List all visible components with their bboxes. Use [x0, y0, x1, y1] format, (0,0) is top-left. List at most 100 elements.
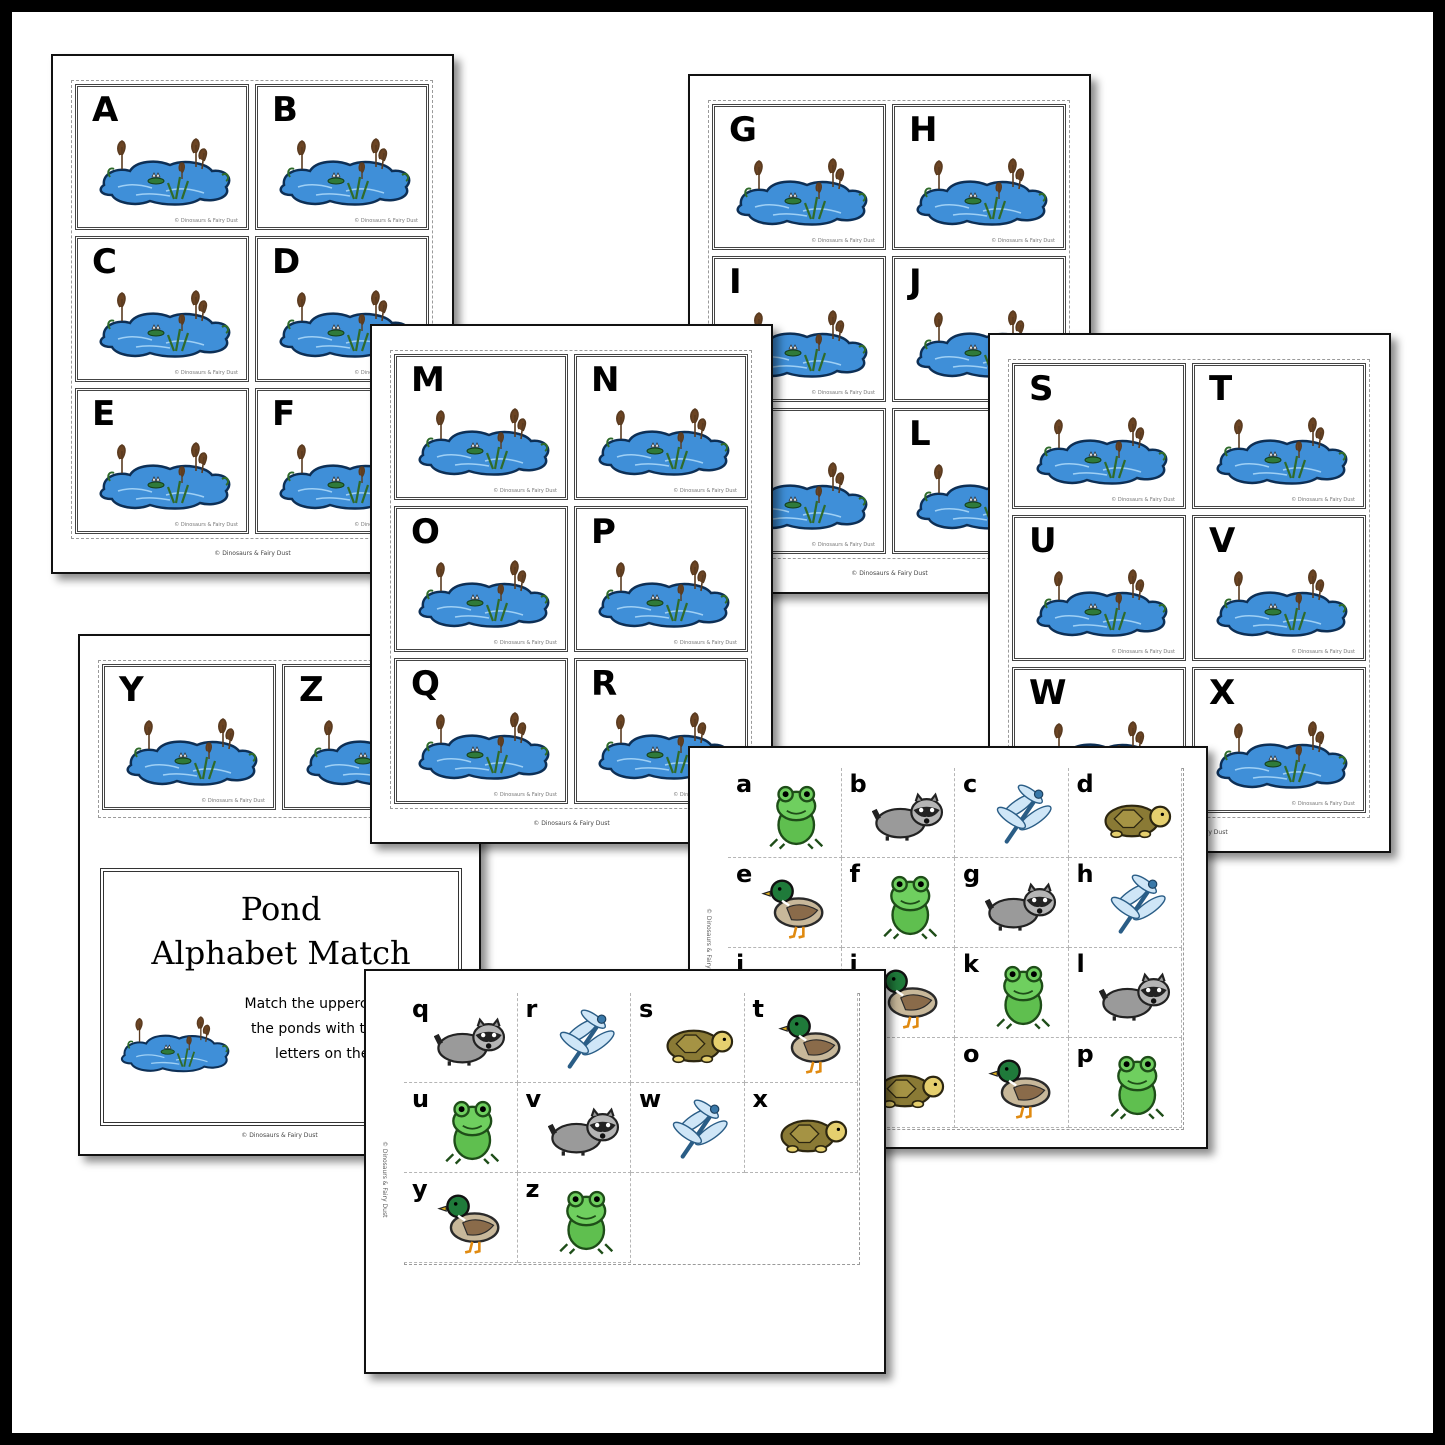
sheet-uppercase-a-f: A© Dinosaurs & Fairy Dust B© Dinosaurs &… [51, 54, 454, 574]
card-copyright: © Dinosaurs & Fairy Dust [354, 218, 418, 224]
card-letter: Y [119, 670, 144, 710]
pond-card: T © Dinosaurs & Fairy Dust [1192, 363, 1366, 509]
card-copyright: © Dinosaurs & Fairy Dust [811, 238, 875, 244]
card-letter: G [729, 110, 757, 150]
pond-card: A© Dinosaurs & Fairy Dust [75, 84, 249, 230]
sheet-copyright: © Dinosaurs & Fairy Dust [851, 570, 928, 577]
animal-card: r [517, 993, 631, 1083]
pond-card: H© Dinosaurs & Fairy Dust [892, 104, 1066, 250]
card-lowercase-letter: e [736, 860, 753, 888]
pond-card: P© Dinosaurs & Fairy Dust [574, 506, 748, 652]
pond-card: E© Dinosaurs & Fairy Dust [75, 388, 249, 534]
pond-icon [1033, 558, 1173, 650]
animal-card: d [1068, 768, 1182, 858]
card-copyright: © Dinosaurs & Fairy Dust [1291, 801, 1355, 807]
pond-icon [595, 549, 735, 641]
card-lowercase-letter: j [849, 950, 858, 978]
pond-card: S© Dinosaurs & Fairy Dust [1012, 363, 1186, 509]
pond-icon [1213, 406, 1353, 498]
card-copyright: © Dinosaurs & Fairy Dust [493, 488, 557, 494]
animal-card: w [631, 1083, 745, 1173]
animal-card: p [1068, 1038, 1182, 1128]
frog-icon [548, 1185, 625, 1256]
title-line-1: Pond [240, 890, 322, 928]
card-letter: I [729, 262, 742, 302]
pond-icon [96, 431, 236, 523]
turtle-icon [661, 1005, 738, 1076]
card-letter: M [411, 360, 445, 400]
raccoon-icon [547, 1095, 625, 1166]
card-lowercase-letter: d [1076, 770, 1094, 798]
pond-icon [415, 549, 555, 641]
duck-icon [758, 870, 835, 941]
frog-icon [434, 1095, 511, 1166]
card-lowercase-letter: r [525, 995, 538, 1023]
card-lowercase-letter: g [963, 860, 981, 888]
frog-icon [758, 780, 835, 851]
card-copyright: © Dinosaurs & Fairy Dust [493, 792, 557, 798]
pond-card: Y © Dinosaurs & Fairy Dust [102, 664, 276, 810]
animal-card: z [517, 1173, 631, 1263]
card-lowercase-letter: a [736, 770, 753, 798]
card-copyright: © Dinosaurs & Fairy Dust [1291, 649, 1355, 655]
title-line-2: Alphabet Match [151, 934, 411, 972]
card-lowercase-letter: i [736, 950, 745, 978]
pond-icon [1033, 406, 1173, 498]
pond-icon [415, 701, 555, 793]
duck-icon [775, 1005, 852, 1076]
sheet-copyright: © Dinosaurs & Fairy Dust [214, 550, 291, 557]
card-copyright: © Dinosaurs & Fairy Dust [1111, 649, 1175, 655]
card-letter: S [1029, 369, 1054, 409]
animal-card: o [955, 1038, 1069, 1128]
sheet-copyright: © Dinosaurs & Fairy Dust [533, 820, 610, 827]
card-lowercase-letter: x [752, 1085, 768, 1113]
card-copyright: © Dinosaurs & Fairy Dust [201, 798, 265, 804]
animal-card: v [517, 1083, 631, 1173]
card-lowercase-letter: z [525, 1175, 540, 1203]
card-lowercase-letter: s [639, 995, 654, 1023]
pond-icon [595, 397, 735, 489]
pond-icon [415, 397, 555, 489]
card-lowercase-letter: l [1076, 950, 1085, 978]
card-copyright: © Dinosaurs & Fairy Dust [811, 390, 875, 396]
card-letter: J [909, 262, 922, 302]
animal-card: a [728, 768, 842, 858]
card-letter: A [92, 90, 119, 130]
card-letter: R [591, 664, 618, 704]
pond-icon [733, 147, 873, 239]
turtle-icon [1099, 780, 1176, 851]
turtle-icon [775, 1095, 852, 1166]
pond-icon [1213, 710, 1353, 802]
dragonfly-icon [661, 1095, 738, 1166]
animal-card: b [841, 768, 955, 858]
duck-icon [985, 1050, 1062, 1121]
animal-card: t [744, 993, 858, 1083]
pond-card: C © Dinosaurs & Fairy Dust [75, 236, 249, 382]
raccoon-icon [434, 1005, 511, 1076]
pond-icon [1213, 558, 1353, 650]
card-letter: N [591, 360, 620, 400]
card-letter: U [1029, 521, 1057, 561]
pond-card: N © Dinosaurs & Fairy Dust [574, 354, 748, 500]
card-copyright: © Dinosaurs & Fairy Dust [673, 488, 737, 494]
animal-card: l [1068, 948, 1182, 1038]
card-lowercase-letter: y [412, 1175, 428, 1203]
dragonfly-icon [985, 780, 1062, 851]
card-lowercase-letter: w [639, 1085, 662, 1113]
card-letter: C [92, 242, 117, 282]
card-copyright: © Dinosaurs & Fairy Dust [673, 640, 737, 646]
card-copyright: © Dinosaurs & Fairy Dust [174, 370, 238, 376]
card-copyright: © Dinosaurs & Fairy Dust [493, 640, 557, 646]
pond-card: B© Dinosaurs & Fairy Dust [255, 84, 429, 230]
card-letter: T [1209, 369, 1233, 409]
card-lowercase-letter: h [1076, 860, 1094, 888]
card-letter: F [272, 394, 296, 434]
card-copyright: © Dinosaurs & Fairy Dust [1291, 497, 1355, 503]
pond-card: M © Dinosaurs & Fairy Dust [394, 354, 568, 500]
frog-icon [1099, 1050, 1176, 1121]
raccoon-icon [985, 870, 1062, 941]
animal-card: c [955, 768, 1069, 858]
card-copyright: © Dinosaurs & Fairy Dust [991, 238, 1055, 244]
card-letter: X [1209, 673, 1236, 713]
